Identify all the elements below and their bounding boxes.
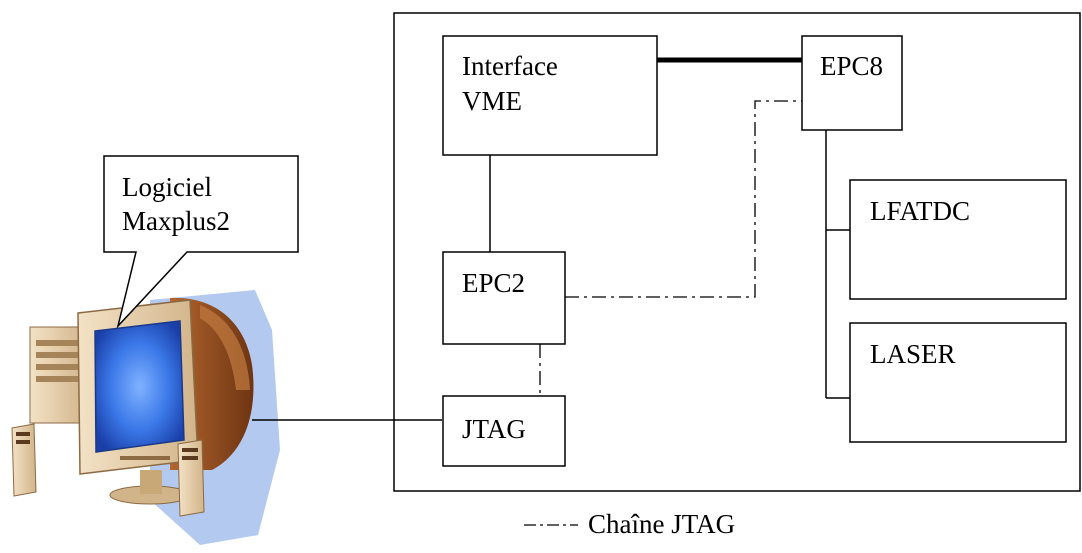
interface-label-line-2: VME <box>462 86 522 116</box>
jtag-label: JTAG <box>462 414 526 444</box>
legend: Chaîne JTAG <box>524 509 735 539</box>
jtag-chain <box>539 100 802 396</box>
legend-label: Chaîne JTAG <box>588 509 735 539</box>
epc8-block: EPC8 <box>801 35 903 131</box>
jtag-block: JTAG <box>442 395 566 467</box>
interface-label-line-1: Interface <box>462 51 558 81</box>
speaker-icon <box>177 439 205 517</box>
epc2-label: EPC2 <box>462 268 525 298</box>
laser-label: LASER <box>870 339 956 369</box>
laser-block: LASER <box>849 322 1067 443</box>
lfatdc-label: LFATDC <box>870 196 970 226</box>
lfatdc-block: LFATDC <box>849 179 1067 300</box>
callout-line-1: Logiciel <box>122 172 212 202</box>
computer-icon <box>29 290 280 545</box>
software-callout: Logiciel Maxplus2 <box>103 155 299 329</box>
callout-line-2: Maxplus2 <box>122 206 230 236</box>
interface-vme-block: Interface VME <box>442 35 658 156</box>
epc2-block: EPC2 <box>442 251 566 345</box>
epc8-label: EPC8 <box>820 51 883 81</box>
board-frame <box>393 12 1081 492</box>
speaker-icon <box>11 423 37 497</box>
